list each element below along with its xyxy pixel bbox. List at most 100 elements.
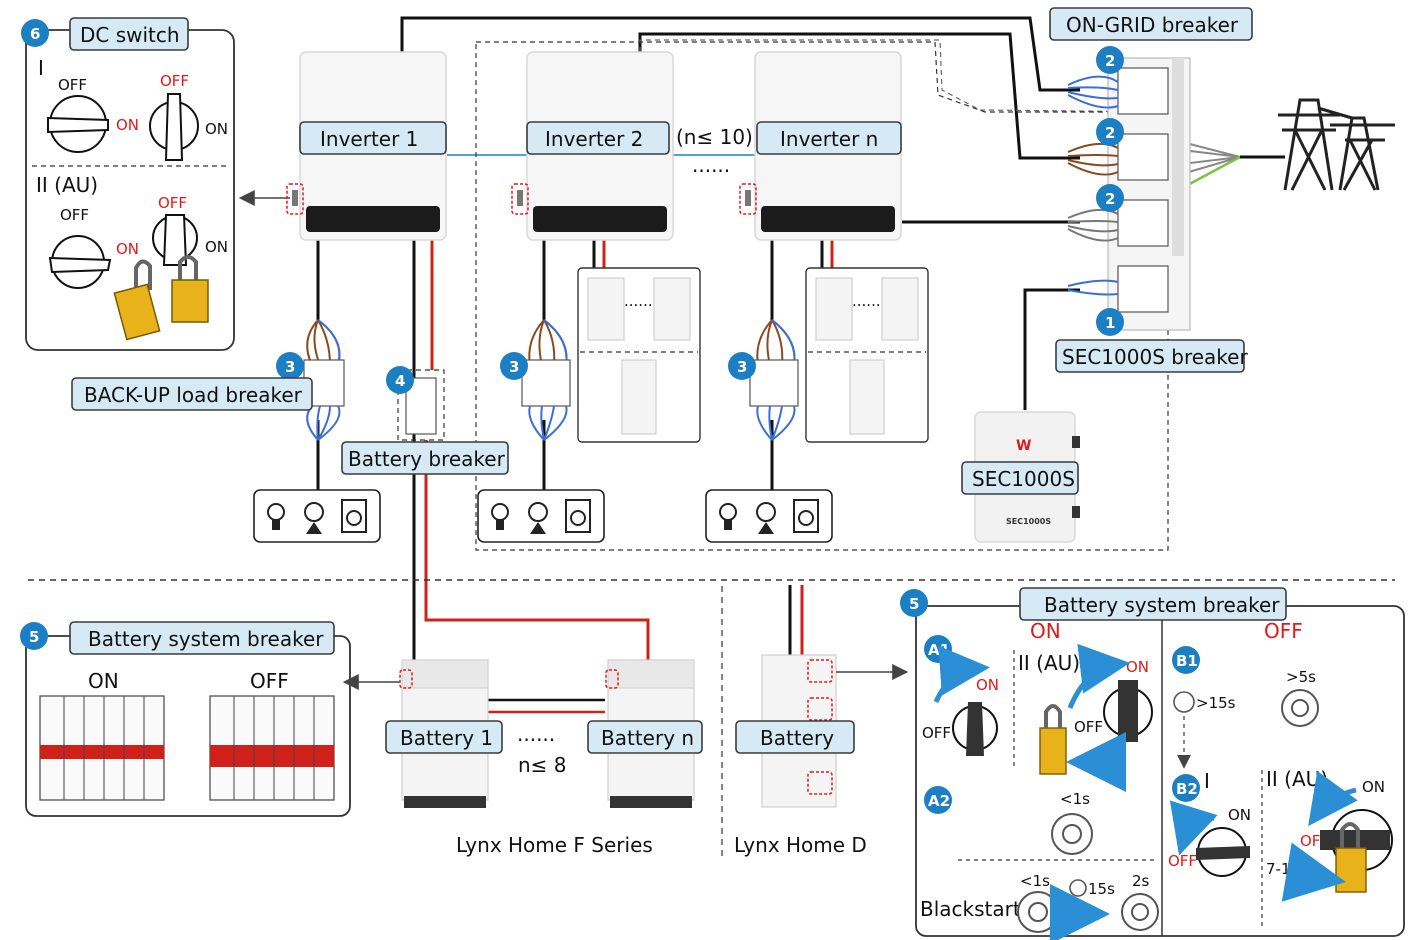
on-grid-breaker-label: ON-GRID breaker	[1066, 13, 1239, 37]
sec1000s-device: W SEC1000S SEC1000S	[961, 411, 1080, 543]
battery-n: Battery n	[587, 659, 703, 808]
step-badge-2a	[1096, 46, 1124, 74]
svg-text:A1: A1	[928, 641, 950, 659]
load-group-n	[705, 489, 833, 543]
svg-text:OFF: OFF	[1264, 619, 1303, 643]
blackstart-label: Blackstart	[920, 897, 1021, 921]
battery-lynx-d: Battery	[735, 654, 909, 808]
battery-1: Battery 1	[385, 659, 503, 808]
transmission-tower-icon	[1278, 98, 1395, 191]
step-badge-2b	[1096, 118, 1124, 146]
sec1000s-label: SEC1000S	[972, 467, 1075, 491]
svg-text:>5s: >5s	[1286, 668, 1316, 686]
dc-knob-icon	[47, 95, 109, 153]
svg-text:ON: ON	[116, 240, 139, 258]
inverter-2: Inverter 2	[511, 51, 674, 241]
svg-text:OFF: OFF	[1074, 718, 1103, 736]
svg-text:OFF: OFF	[922, 724, 951, 742]
svg-text:OFF: OFF	[1168, 852, 1197, 870]
battery-label: Battery	[760, 726, 834, 750]
battery-count-label: n≤ 8	[518, 753, 567, 777]
svg-text:OFF: OFF	[250, 669, 289, 693]
lightbulb-icon	[491, 503, 509, 530]
svg-text:<1s: <1s	[1060, 790, 1090, 808]
svg-text:B1: B1	[1176, 652, 1198, 670]
battery-system-breaker-left: Battery system breaker 5 ON OFF	[20, 621, 400, 817]
svg-text:ON: ON	[976, 676, 999, 694]
load-group-1	[253, 489, 381, 543]
breaker-off-image	[209, 695, 335, 801]
svg-text:OFF: OFF	[160, 72, 189, 90]
clock-icon	[1173, 691, 1195, 713]
lightbulb-icon	[719, 503, 737, 530]
svg-text:OFF: OFF	[60, 206, 89, 224]
series-d-label: Lynx Home D	[734, 833, 867, 857]
power-button-icon	[1051, 813, 1093, 855]
dc-switch-panel: DC switch 6 I OFF ON OFF ON II (AU) OFF …	[21, 17, 290, 351]
svg-text:ON: ON	[116, 116, 139, 134]
step-badge-b1	[1172, 646, 1200, 674]
svg-text:<1s: <1s	[1020, 872, 1050, 890]
step-badge-4	[386, 366, 414, 394]
svg-text:5: 5	[29, 628, 39, 646]
sec-breaker-label: SEC1000S breaker	[1062, 345, 1248, 369]
svg-text:15s: 15s	[1088, 880, 1115, 898]
svg-text:3: 3	[285, 358, 295, 376]
battery-knob-au-on-icon	[1039, 680, 1153, 775]
svg-text:ON: ON	[205, 120, 228, 138]
svg-text:OFF: OFF	[158, 194, 187, 212]
svg-text:......: ......	[517, 722, 555, 746]
svg-text:ON: ON	[1030, 619, 1061, 643]
battery-n-label: Battery n	[601, 726, 694, 750]
svg-text:2: 2	[1105, 124, 1115, 142]
svg-text:II (AU): II (AU)	[1266, 767, 1328, 791]
svg-text:3: 3	[737, 358, 747, 376]
svg-text:2: 2	[1105, 52, 1115, 70]
svg-text:A2: A2	[928, 792, 950, 810]
battery-breaker-label: Battery breaker	[348, 447, 506, 471]
backup-breaker-1: 3 BACK-UP load breaker	[71, 319, 345, 441]
battery-knob-on-icon	[952, 702, 998, 756]
svg-text:I: I	[1204, 769, 1210, 793]
battery-rack-2: ......	[577, 267, 701, 443]
step-badge-6	[21, 19, 49, 47]
step-badge-1	[1096, 308, 1124, 336]
svg-text:4: 4	[395, 372, 405, 390]
load-group-2	[477, 489, 605, 543]
backup-breaker-label: BACK-UP load breaker	[84, 383, 303, 407]
inverter-n-label: Inverter n	[780, 127, 878, 151]
svg-text:ON: ON	[1126, 658, 1149, 676]
multi-inverter-boundary	[475, 41, 1169, 551]
svg-text:1: 1	[1105, 314, 1115, 332]
battery-system-breaker-label-right: Battery system breaker	[1044, 593, 1280, 617]
svg-text:II (AU): II (AU)	[1018, 651, 1080, 675]
svg-text:......: ......	[852, 292, 881, 310]
inverter-2-label: Inverter 2	[545, 127, 643, 151]
svg-text:ON: ON	[88, 669, 119, 693]
svg-text:ON: ON	[1362, 778, 1385, 796]
power-button-icon	[1281, 689, 1319, 727]
svg-text:2s: 2s	[1132, 872, 1150, 890]
svg-text:2: 2	[1105, 190, 1115, 208]
step-badge-3b	[500, 352, 528, 380]
fan-icon	[528, 502, 548, 534]
washing-machine-icon	[793, 499, 819, 533]
dc-knob-au-icon	[48, 214, 198, 289]
sec-device-print: SEC1000S	[1006, 517, 1051, 526]
svg-text:ON: ON	[205, 238, 228, 256]
battery-breaker: 4 Battery breaker	[341, 366, 509, 475]
step-badge-2c	[1096, 184, 1124, 212]
power-button-icon	[1121, 893, 1159, 931]
inverter-1-label: Inverter 1	[320, 127, 418, 151]
svg-text:......: ......	[624, 292, 653, 310]
step-badge-a2	[924, 786, 952, 814]
step-badge-3	[276, 352, 304, 380]
on-grid-breaker-main	[1117, 67, 1169, 313]
inverter-count-label: (n≤ 10)	[676, 125, 753, 149]
grid-breakers: ON-GRID breaker 2 2 2 1 SEC1000S breaker	[1049, 7, 1253, 373]
svg-text:3: 3	[509, 358, 519, 376]
battery-system-breaker-right: Battery system breaker 5 ON OFF A1 I II …	[900, 587, 1405, 940]
breaker-on-image	[39, 695, 165, 801]
backup-breaker-n: 3	[728, 319, 799, 441]
padlock-icon	[113, 255, 209, 341]
